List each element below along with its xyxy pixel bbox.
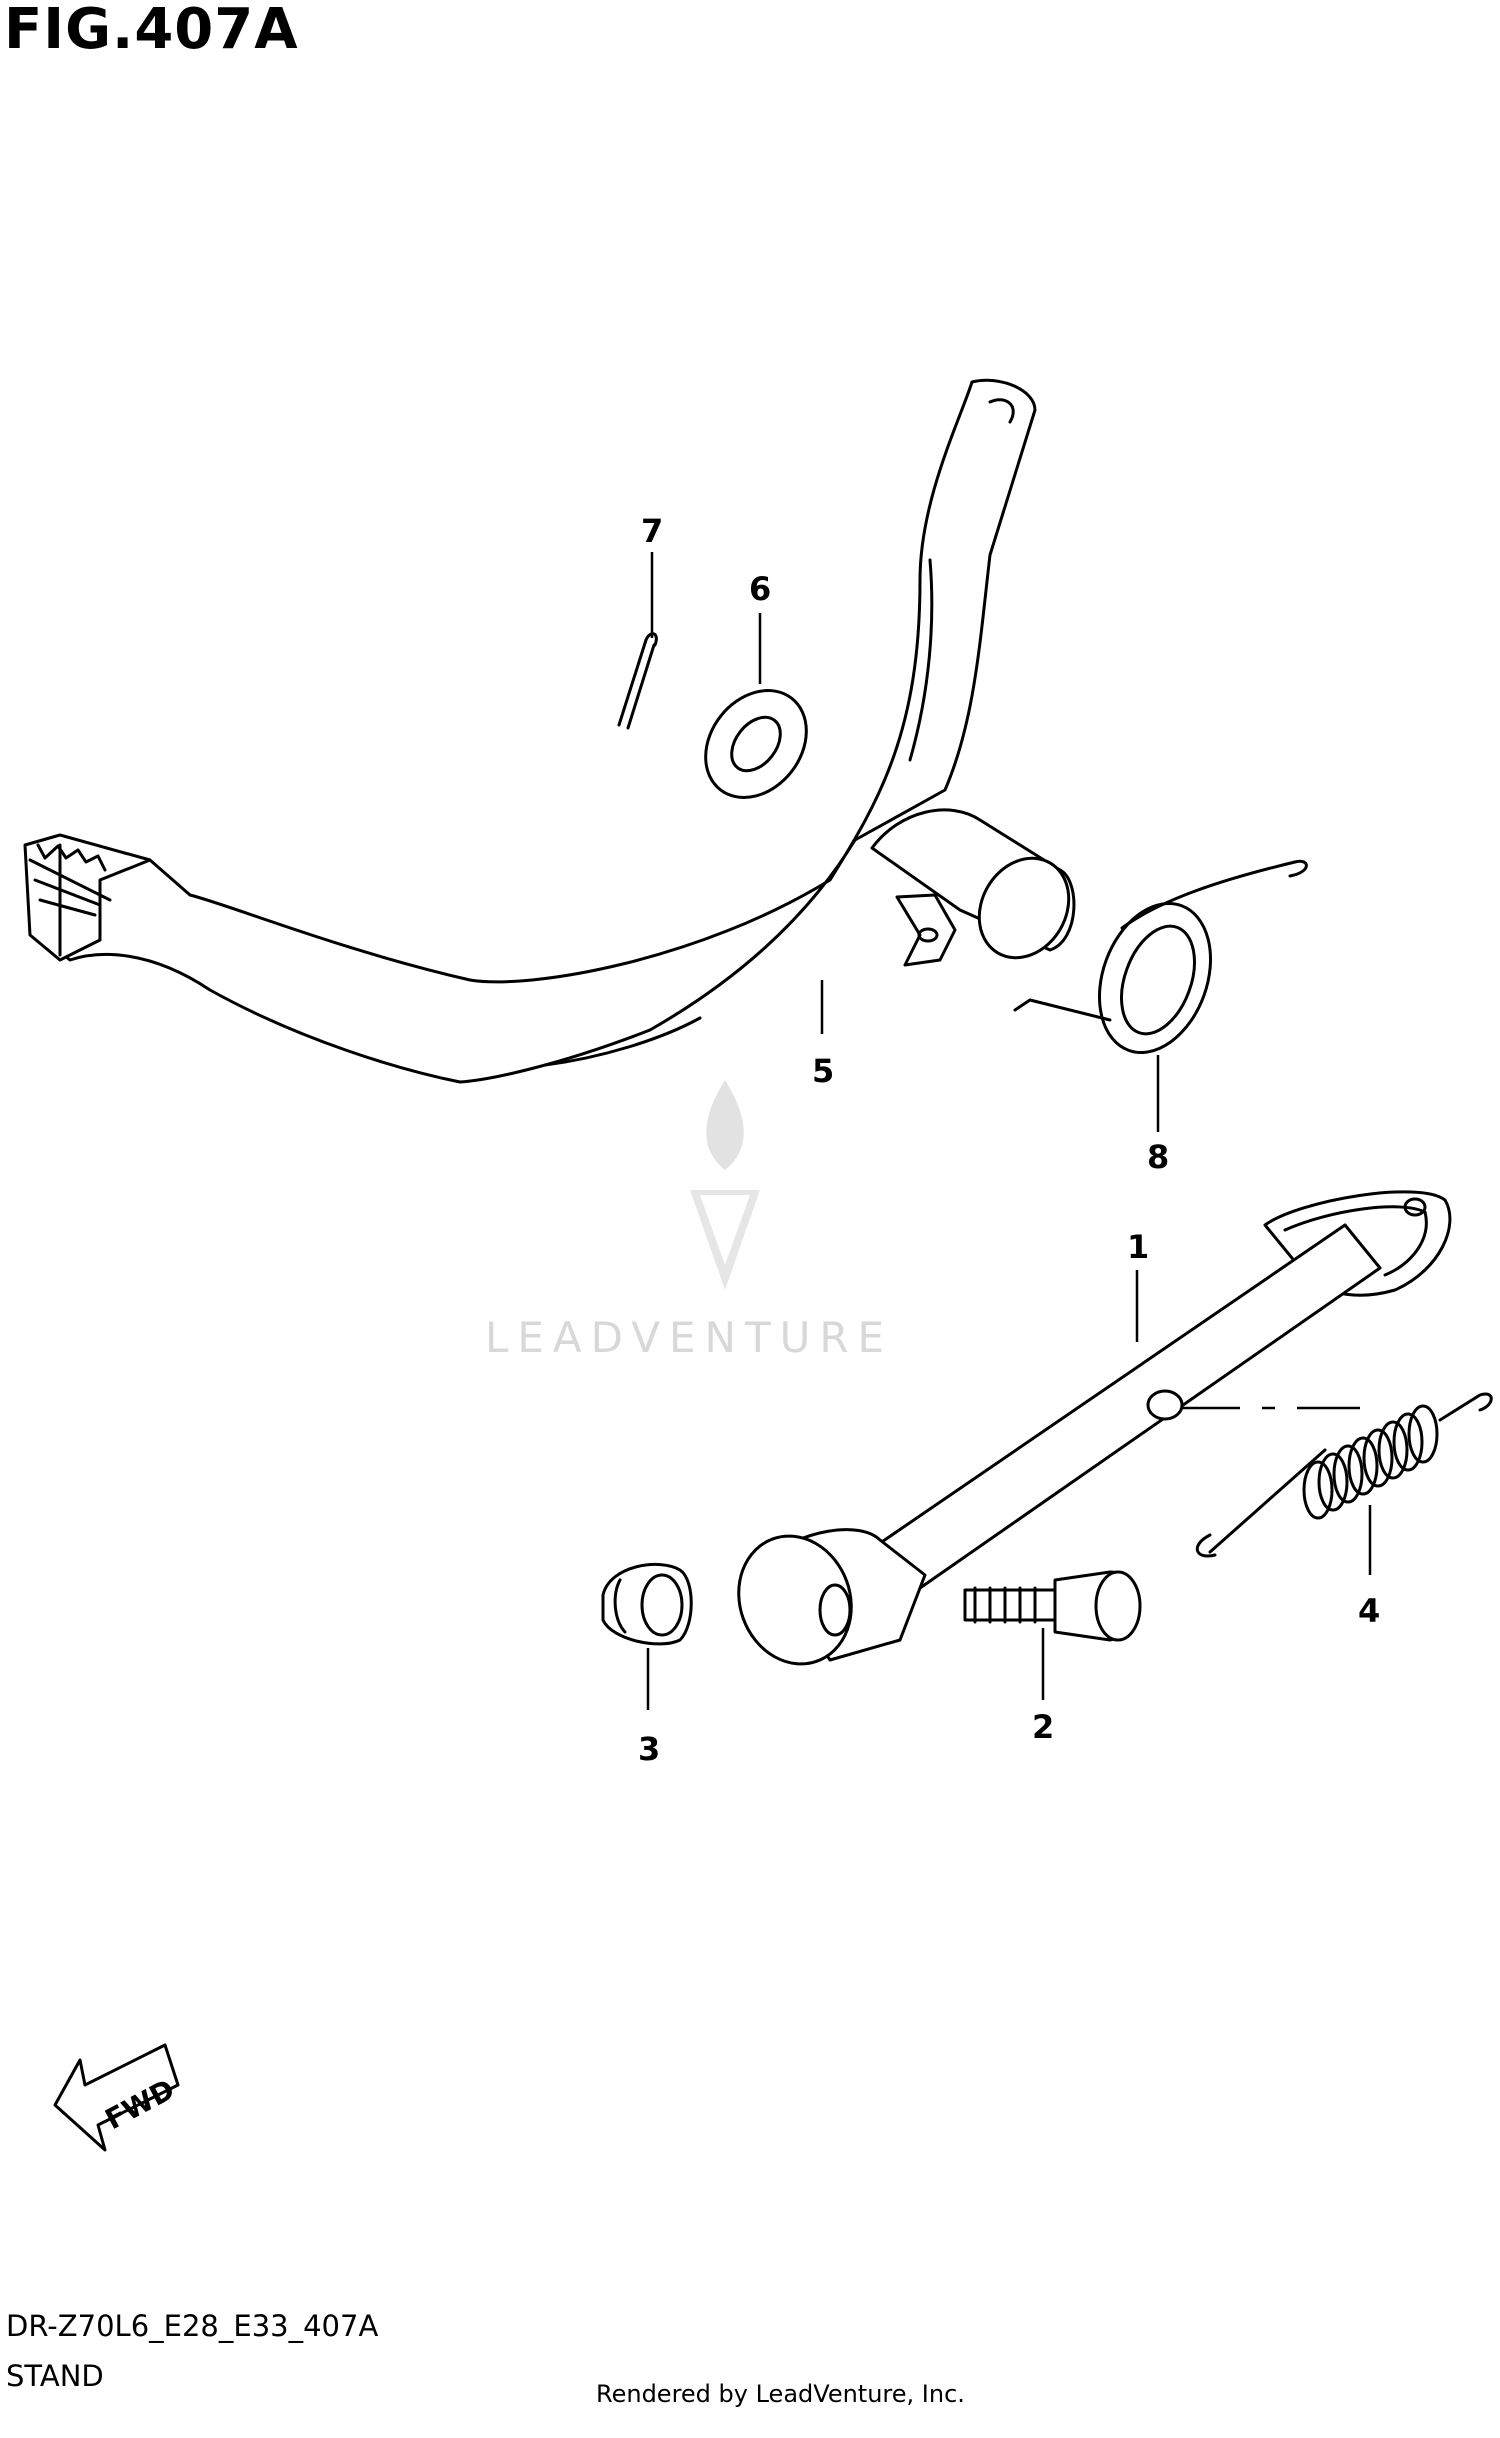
stand-nut[interactable]	[601, 1563, 693, 1646]
callout-label: 6	[749, 570, 771, 608]
render-credit: Rendered by LeadVenture, Inc.	[596, 2380, 965, 2408]
side-stand[interactable]	[721, 1190, 1452, 1680]
fwd-arrow-icon: FWD	[53, 2043, 180, 2152]
cotter-pin[interactable]	[617, 632, 658, 730]
callout-label: 8	[1147, 1138, 1169, 1176]
callout-label: 1	[1127, 1228, 1149, 1266]
callout-label: 4	[1358, 1592, 1380, 1630]
brake-pedal[interactable]	[23, 378, 1086, 1084]
figure-code: DR-Z70L6_E28_E33_407A	[6, 2309, 379, 2343]
callout-label: 3	[638, 1730, 660, 1768]
watermark: LEADVENTURE	[485, 1080, 893, 1362]
watermark-text: LEADVENTURE	[485, 1313, 893, 1362]
callout-label: 5	[812, 1052, 834, 1090]
stand-spring[interactable]	[1196, 1392, 1493, 1558]
watermark-logo-icon	[690, 1080, 760, 1290]
return-spring[interactable]	[1013, 859, 1308, 1068]
callout-label: 2	[1032, 1708, 1054, 1746]
washer[interactable]	[685, 671, 827, 818]
stand-bolt[interactable]	[963, 1570, 1142, 1642]
callout-label: 7	[641, 512, 663, 550]
section-title: STAND	[6, 2359, 104, 2393]
figure-title: FIG.407A	[4, 0, 299, 62]
